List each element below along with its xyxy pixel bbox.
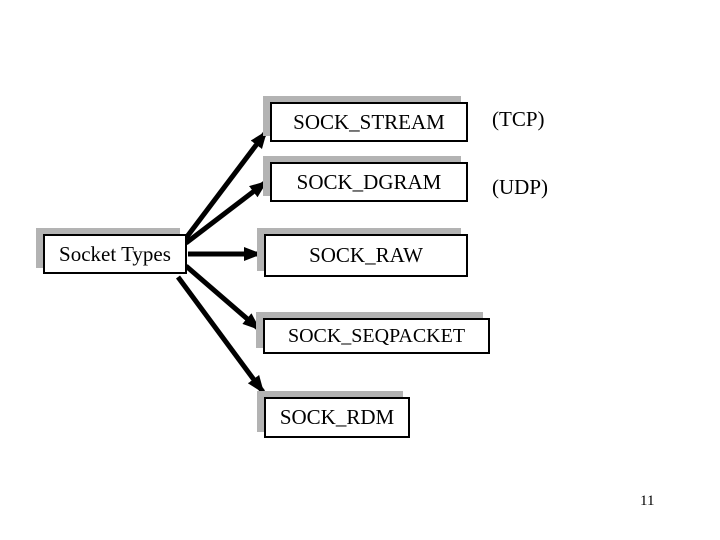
arrow-to-sock-dgram: [184, 180, 268, 245]
tcp-annotation: (TCP): [492, 107, 545, 131]
sock-rdm-label: SOCK_RDM: [279, 405, 395, 429]
page-number: 11: [640, 493, 655, 509]
arrow-to-sock-seqpacket: [184, 264, 261, 331]
arrow-to-sock-rdm: [175, 275, 266, 394]
sock-raw-box: SOCK_RAW: [264, 234, 468, 277]
sock-seqpacket-label: SOCK_SEQPACKET: [287, 324, 466, 347]
sock-dgram-label: SOCK_DGRAM: [296, 169, 442, 194]
sock-seqpacket-box: SOCK_SEQPACKET: [263, 318, 490, 354]
udp-annotation: (UDP): [492, 175, 548, 199]
socket-types-box: Socket Types: [43, 234, 187, 274]
sock-dgram-box: SOCK_DGRAM: [270, 162, 468, 202]
socket-types-label: Socket Types: [59, 241, 171, 266]
sock-stream-box: SOCK_STREAM: [270, 102, 468, 142]
arrow-to-sock-stream: [184, 130, 268, 240]
sock-rdm-box: SOCK_RDM: [264, 397, 410, 438]
sock-raw-label: SOCK_RAW: [309, 243, 423, 267]
sock-stream-label: SOCK_STREAM: [293, 109, 445, 134]
